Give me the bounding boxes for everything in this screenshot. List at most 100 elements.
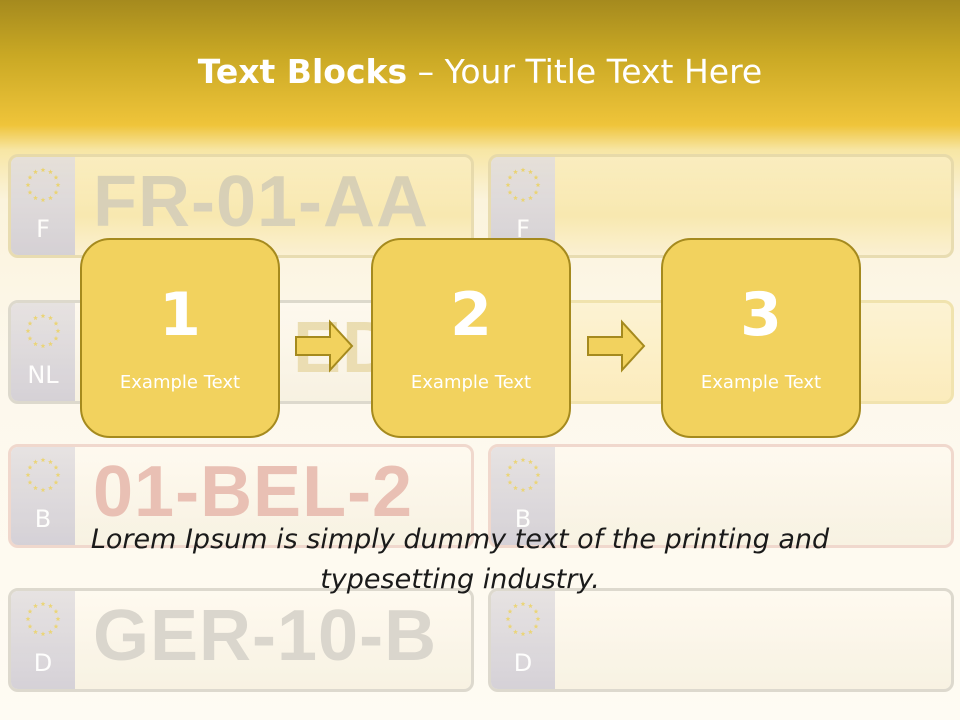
eu-star xyxy=(27,608,33,614)
title-bold: Text Blocks xyxy=(197,52,408,91)
eu-stars-icon xyxy=(25,167,61,203)
eu-star xyxy=(528,629,533,635)
eu-star xyxy=(533,189,539,195)
eu-star xyxy=(520,457,526,463)
eu-star xyxy=(53,479,59,485)
eu-star xyxy=(520,487,526,493)
block-number: 3 xyxy=(740,280,782,350)
eu-star xyxy=(507,174,513,180)
eu-star xyxy=(40,167,46,173)
eu-stars-icon xyxy=(505,601,541,637)
eu-star xyxy=(27,189,33,195)
plate-country: D xyxy=(33,649,53,677)
eu-star xyxy=(27,623,33,629)
eu-star xyxy=(533,464,539,470)
eu-star xyxy=(48,169,53,175)
eu-star xyxy=(533,479,539,485)
eu-band xyxy=(11,157,75,255)
arrow-right-icon xyxy=(587,319,646,373)
eu-star xyxy=(528,603,533,609)
eu-star xyxy=(40,457,46,463)
eu-band xyxy=(491,591,555,689)
eu-star xyxy=(505,182,511,188)
block-label: Example Text xyxy=(119,372,241,393)
eu-star xyxy=(33,629,38,635)
eu-star xyxy=(520,167,526,173)
eu-star xyxy=(533,608,539,614)
eu-star xyxy=(535,472,541,478)
eu-star xyxy=(53,623,59,629)
eu-stars-icon xyxy=(505,457,541,493)
plate-b: B 01-BEL-2 xyxy=(8,444,474,548)
arrow-right-icon xyxy=(295,319,354,373)
eu-star xyxy=(513,169,518,175)
eu-stars-icon xyxy=(25,313,61,349)
plate-d: D GER-10-B xyxy=(8,588,474,692)
eu-star xyxy=(48,341,53,347)
block-label: Example Text xyxy=(410,372,532,393)
block-number: 1 xyxy=(159,280,201,350)
eu-star xyxy=(27,335,33,341)
eu-stars-icon xyxy=(25,601,61,637)
eu-star xyxy=(520,197,526,203)
plate-country: F xyxy=(516,215,530,243)
text-block-3: 3 Example Text xyxy=(661,238,861,438)
eu-star xyxy=(507,464,513,470)
block-label: Example Text xyxy=(700,372,822,393)
eu-stars-icon xyxy=(25,457,61,493)
eu-star xyxy=(505,616,511,622)
eu-star xyxy=(55,472,61,478)
eu-star xyxy=(25,472,31,478)
eu-star xyxy=(55,182,61,188)
text-block-1: 1 Example Text xyxy=(80,238,280,438)
eu-band xyxy=(11,591,75,689)
eu-star xyxy=(53,174,59,180)
eu-star xyxy=(25,616,31,622)
eu-star xyxy=(55,616,61,622)
eu-star xyxy=(33,459,38,465)
eu-star xyxy=(33,341,38,347)
eu-star xyxy=(48,629,53,635)
eu-star xyxy=(27,464,33,470)
eu-band xyxy=(491,447,555,545)
eu-star xyxy=(27,479,33,485)
eu-star xyxy=(48,603,53,609)
eu-star xyxy=(25,182,31,188)
plate-country: B xyxy=(34,505,52,533)
eu-star xyxy=(33,315,38,321)
eu-star xyxy=(528,169,533,175)
title-rest: Your Title Text Here xyxy=(444,52,763,91)
plate-country: F xyxy=(36,215,50,243)
plate-fr: F FR-01-AA xyxy=(8,154,474,258)
block-number: 2 xyxy=(450,280,492,350)
eu-star xyxy=(507,189,513,195)
eu-star xyxy=(48,459,53,465)
plate-country: B xyxy=(514,505,532,533)
eu-star xyxy=(40,487,46,493)
eu-star xyxy=(53,189,59,195)
eu-stars-icon xyxy=(505,167,541,203)
eu-star xyxy=(33,603,38,609)
slide-title: Text Blocks – Your Title Text Here xyxy=(0,52,960,91)
plate-country: NL xyxy=(27,361,59,389)
eu-star xyxy=(528,195,533,201)
plate-b-blank: B xyxy=(488,444,954,548)
eu-band xyxy=(11,303,75,401)
eu-star xyxy=(40,631,46,637)
plate-d-blank: D xyxy=(488,588,954,692)
eu-star xyxy=(505,472,511,478)
eu-star xyxy=(25,328,31,334)
eu-star xyxy=(27,174,33,180)
plate-registration: FR-01-AA xyxy=(93,162,430,242)
eu-star xyxy=(513,603,518,609)
eu-band xyxy=(11,447,75,545)
eu-star xyxy=(528,459,533,465)
eu-star xyxy=(533,174,539,180)
eu-star xyxy=(513,195,518,201)
eu-star xyxy=(528,485,533,491)
eu-star xyxy=(533,623,539,629)
eu-star xyxy=(535,182,541,188)
text-block-2: 2 Example Text xyxy=(371,238,571,438)
eu-star xyxy=(53,464,59,470)
